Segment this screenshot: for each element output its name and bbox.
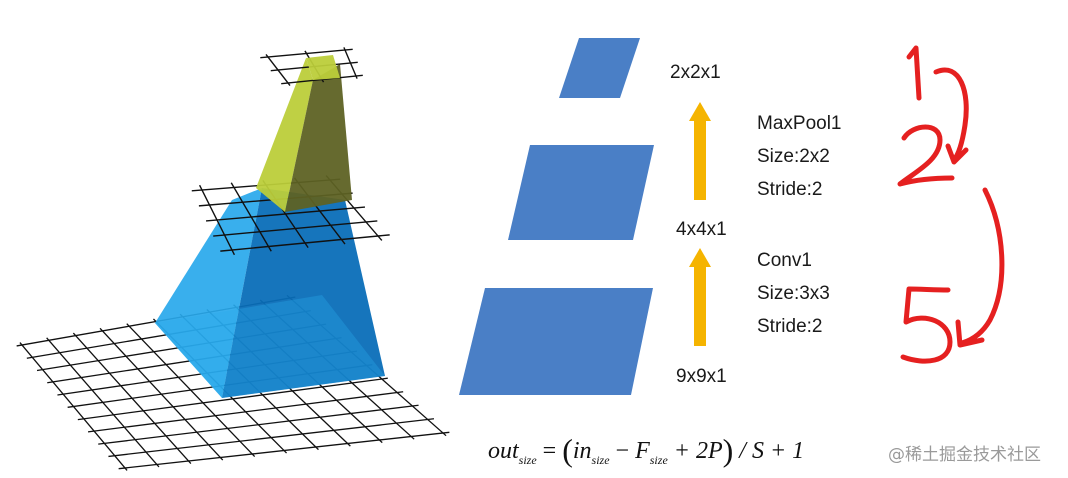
layer-size-label: 2x2x1 bbox=[670, 62, 721, 83]
handwritten-digit-2: 2 bbox=[897, 124, 955, 187]
operation-stride: Stride:2 bbox=[757, 316, 823, 337]
formula-subscript: size bbox=[649, 453, 668, 467]
grid-line bbox=[77, 377, 388, 421]
top-grid-active-cell bbox=[306, 55, 340, 80]
layer-2x2-parallelogram bbox=[559, 38, 640, 98]
output-size-formula: outsize = (insize − Fsize + 2P) / S + 1 bbox=[488, 432, 805, 468]
pyramid-lower-segment bbox=[155, 188, 385, 398]
formula-minus: − bbox=[615, 438, 630, 464]
grid-line bbox=[118, 431, 450, 470]
grid-line bbox=[205, 206, 366, 222]
maxpool-operation-label: MaxPool1 Size:2x2 Stride:2 bbox=[757, 107, 842, 206]
layer-4x4-parallelogram bbox=[508, 145, 654, 240]
handwritten-arrow-2-to-5 bbox=[955, 187, 1005, 348]
up-arrow-upper bbox=[689, 102, 711, 200]
grid-line bbox=[213, 220, 378, 237]
conv-operation-label: Conv1 Size:3x3 Stride:2 bbox=[757, 244, 830, 343]
handwritten-digit-1: 1 bbox=[905, 45, 922, 101]
formula-f: F bbox=[635, 438, 650, 464]
pyramid-upper-segment bbox=[256, 58, 352, 212]
layer-size-label: 9x9x1 bbox=[676, 366, 727, 387]
layer-9x9-parallelogram bbox=[459, 288, 653, 395]
grid-line bbox=[281, 74, 363, 85]
formula-equals: = bbox=[542, 438, 557, 464]
formula-in: in bbox=[572, 438, 592, 464]
grid-line bbox=[98, 404, 419, 445]
grid-line bbox=[108, 418, 435, 458]
watermark: @稀土掘金技术社区 bbox=[888, 445, 1041, 465]
operation-stride: Stride:2 bbox=[757, 179, 823, 200]
up-arrow-lower bbox=[689, 248, 711, 346]
pyramid-lower-right-face bbox=[222, 188, 385, 398]
operation-size: Size:2x2 bbox=[757, 146, 830, 167]
top-grid-2x2 bbox=[260, 47, 363, 87]
handwritten-arrow-1-to-2 bbox=[933, 67, 969, 165]
pyramid-upper-left-face bbox=[256, 58, 313, 212]
formula-subscript: size bbox=[518, 453, 537, 467]
pyramid-footprint bbox=[155, 295, 385, 398]
handwritten-digit-5: 5 bbox=[900, 286, 953, 364]
grid-line bbox=[220, 234, 390, 252]
handwritten-text: 1 bbox=[905, 97, 906, 99]
operation-name: Conv1 bbox=[757, 250, 812, 271]
layer-size-label: 4x4x1 bbox=[676, 219, 727, 240]
pyramid-upper-right-face bbox=[285, 64, 352, 212]
pyramid-lower-left-face bbox=[155, 188, 262, 398]
formula-divide-s: / S + 1 bbox=[739, 438, 805, 464]
operation-size: Size:3x3 bbox=[757, 283, 830, 304]
operation-name: MaxPool1 bbox=[757, 113, 842, 134]
grid-line bbox=[260, 48, 353, 59]
receptive-field-pyramid bbox=[16, 47, 450, 471]
formula-subscript: size bbox=[591, 453, 610, 467]
formula-out: out bbox=[488, 438, 519, 464]
grid-line bbox=[87, 391, 404, 433]
formula-plus-2p: + 2P bbox=[673, 438, 723, 464]
